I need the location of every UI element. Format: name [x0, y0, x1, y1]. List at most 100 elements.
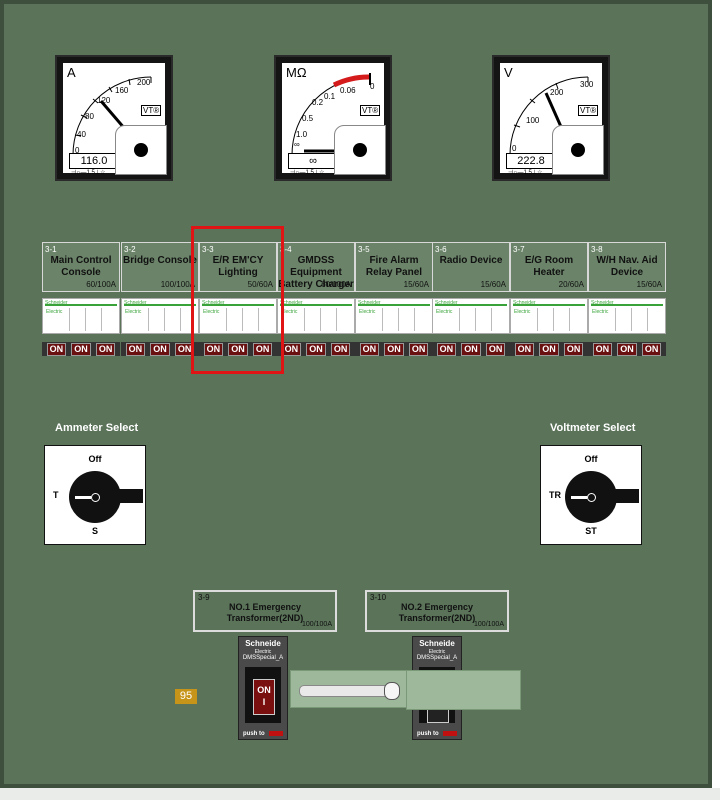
breaker-body: Schneider Electric	[277, 298, 355, 334]
on-toggle[interactable]: ON	[641, 342, 662, 356]
insulation-meter: ∞ 1.0 0.5 0.2 0.1 0.06 0 MΩ VT® ∞ ⊣∩—1.5…	[274, 55, 392, 181]
breaker-brand: Schneider	[202, 300, 225, 306]
breaker-poles	[226, 308, 274, 331]
on-toggle[interactable]: ON	[306, 342, 326, 356]
on-toggle[interactable]: ON	[563, 342, 584, 356]
breaker-rating: 15/60A	[403, 280, 429, 289]
ammeter-tick-40: 40	[77, 130, 86, 139]
slider-thumb[interactable]	[384, 682, 401, 700]
transformer-slider[interactable]	[290, 670, 410, 708]
insulation-zero-adjust[interactable]	[334, 125, 386, 175]
breaker-poles	[459, 308, 507, 331]
insulation-tick-0: 0	[370, 82, 375, 91]
on-toggle[interactable]: ON	[125, 342, 146, 356]
ammeter-reading: 116.0	[69, 153, 119, 169]
ammeter-select-s: S	[91, 526, 98, 536]
on-toggle[interactable]: ON	[436, 342, 457, 356]
breaker-number: 3-1	[45, 245, 57, 254]
branch-breaker-3-2: 3-2 Bridge Console 100/100A Schneider El…	[121, 242, 199, 356]
voltmeter-zero-adjust[interactable]	[552, 125, 604, 175]
zero-adjust-knob-icon	[571, 143, 585, 157]
breaker-brand-sub: Electric	[281, 309, 298, 315]
on-toggle[interactable]: ON	[514, 342, 535, 356]
breaker-on-toggles: ON ON ON	[355, 342, 433, 356]
voltmeter-tick-100: 100	[526, 116, 540, 125]
on-toggle[interactable]: ON	[252, 342, 273, 356]
breaker-on-toggles: ON ON ON	[510, 342, 588, 356]
on-toggle[interactable]: ON	[408, 342, 429, 356]
on-toggle[interactable]: ON	[485, 342, 506, 356]
voltmeter: 0 100 200 300 V VT® 222.8 ⊣∩—1.5⊥☆	[492, 55, 610, 181]
voltmeter-tick-300: 300	[580, 80, 594, 89]
selection-highlight	[191, 226, 284, 374]
mccb-brand-sub: Electric	[428, 649, 446, 655]
insulation-tick-02: 0.2	[312, 98, 324, 107]
breaker-label: 3-2 Bridge Console 100/100A	[121, 242, 199, 292]
breaker-number: 3-5	[358, 245, 370, 254]
push-to-trip: push to	[417, 731, 439, 737]
breaker-name: Radio Device	[439, 255, 503, 266]
breaker-number: 3-4	[280, 245, 292, 254]
ammeter-select-switch[interactable]: Off T S	[44, 445, 146, 545]
on-toggle[interactable]: ON	[95, 342, 116, 356]
breaker-number: 3-3	[202, 245, 214, 254]
trip-button[interactable]	[443, 731, 457, 736]
breaker-name: Bridge Console	[123, 255, 197, 266]
voltmeter-select-switch[interactable]: Off TR ST	[540, 445, 642, 545]
on-toggle[interactable]: ON	[71, 342, 91, 356]
transformer-2-number: 3-10	[370, 593, 387, 602]
breaker-label: 3-5 Fire Alarm Relay Panel 15/60A	[355, 242, 433, 292]
ammeter-class-mark: ⊣∩—1.5⊥☆	[71, 170, 106, 176]
breaker-name: E/G Room Heater	[524, 255, 574, 278]
breaker-rating: 60/100A	[321, 280, 351, 289]
slider-track[interactable]	[299, 682, 401, 700]
push-to-trip: push to	[243, 731, 265, 737]
on-toggle[interactable]: ON	[281, 342, 302, 356]
breaker-name: W/H Nav. Aid Device	[596, 255, 658, 278]
on-toggle[interactable]: ON	[461, 342, 481, 356]
toggle-state-symbol: I	[262, 697, 266, 707]
insulation-reading: ∞	[288, 153, 338, 169]
breaker-body: Schneider Electric	[121, 298, 199, 334]
ammeter-select-off: Off	[88, 454, 102, 464]
breaker-label: 3-4 GMDSS Equipment Battery Charger 60/1…	[277, 242, 355, 292]
on-toggle[interactable]: ON	[384, 342, 404, 356]
voltmeter-select-off: Off	[584, 454, 598, 464]
on-toggle[interactable]: ON	[150, 342, 170, 356]
breaker-body: Schneider Electric	[588, 298, 666, 334]
vt-logo: VT®	[141, 105, 162, 116]
zero-adjust-knob-icon	[134, 143, 148, 157]
mccb-brand: Schneide	[245, 639, 281, 648]
on-toggle[interactable]: ON	[46, 342, 67, 356]
breaker-brand-sub: Electric	[436, 309, 453, 315]
trip-button[interactable]	[269, 731, 283, 736]
rotary-handle[interactable]	[591, 489, 639, 503]
breaker-body: Schneider Electric	[432, 298, 510, 334]
ammeter-zero-adjust[interactable]	[115, 125, 167, 175]
transformer-1-toggle[interactable]: ON I	[253, 679, 275, 715]
ammeter-scale: 0 40 80 120 160 200	[72, 76, 152, 156]
transformer-2-name: NO.2 Emergency Transformer(2ND)	[398, 602, 476, 623]
insulation-tick-006: 0.06	[340, 86, 356, 95]
on-toggle[interactable]: ON	[228, 342, 248, 356]
breaker-label: 3-7 E/G Room Heater 20/60A	[510, 242, 588, 292]
transformer-1-breaker: Schneide Electric DMSSpecial_A ON I push…	[238, 636, 288, 740]
breaker-stripe	[124, 304, 196, 306]
branch-breaker-3-3: 3-3 E/R EM'CY Lighting 50/60A Schneider …	[199, 242, 277, 356]
breaker-rating: 15/60A	[636, 280, 662, 289]
ammeter-tick-120: 120	[97, 96, 111, 105]
ammeter-tick-80: 80	[85, 112, 94, 121]
mccb-brand-sub: Electric	[254, 649, 272, 655]
dial-pivot	[587, 493, 596, 502]
breaker-stripe	[513, 304, 585, 306]
on-toggle[interactable]: ON	[617, 342, 637, 356]
breaker-poles	[148, 308, 196, 331]
transformer-1-label: 3-9 NO.1 Emergency Transformer(2ND) 100/…	[193, 590, 337, 632]
on-toggle[interactable]: ON	[359, 342, 380, 356]
breaker-name: E/R EM'CY Lighting	[212, 255, 264, 278]
rotary-handle[interactable]	[95, 489, 143, 503]
on-toggle[interactable]: ON	[539, 342, 559, 356]
on-toggle[interactable]: ON	[592, 342, 613, 356]
on-toggle[interactable]: ON	[330, 342, 351, 356]
on-toggle[interactable]: ON	[203, 342, 224, 356]
